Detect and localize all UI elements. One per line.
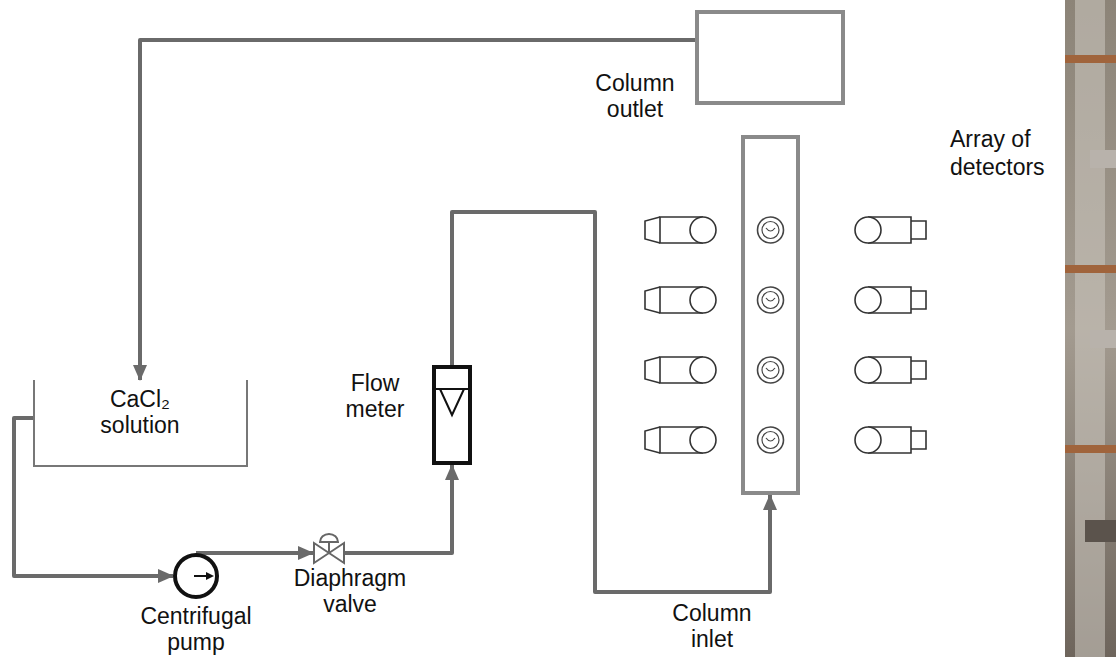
flow-meter-shape bbox=[432, 365, 472, 465]
pipe-connector bbox=[140, 40, 695, 380]
pump-shape bbox=[173, 553, 219, 599]
node-label: CaCl₂ solution bbox=[70, 386, 210, 439]
valve: Diaphragm valve bbox=[313, 533, 345, 573]
pipe-connector bbox=[196, 551, 313, 555]
pump: Centrifugal pump bbox=[173, 553, 219, 599]
node-label: Flow meter bbox=[328, 370, 422, 423]
node-label: Column outlet bbox=[577, 70, 693, 123]
column: Column inlet bbox=[741, 135, 800, 495]
column-shape bbox=[741, 135, 800, 495]
part-label: Array of detectors bbox=[950, 126, 1090, 181]
pipe-connector bbox=[14, 418, 173, 576]
pipe-connector bbox=[452, 212, 770, 592]
node-label: Centrifugal pump bbox=[126, 603, 266, 656]
photo bbox=[1065, 0, 1116, 657]
flow-meter: Flow meter bbox=[432, 365, 472, 465]
node-label: Column inlet bbox=[661, 600, 763, 653]
tank: CaCl₂ solution bbox=[33, 380, 248, 467]
column-outlet: Column outlet bbox=[695, 10, 845, 105]
node-label: Diaphragm valve bbox=[285, 565, 415, 618]
pipe-connector bbox=[345, 465, 452, 553]
column-outlet-shape bbox=[695, 10, 845, 105]
